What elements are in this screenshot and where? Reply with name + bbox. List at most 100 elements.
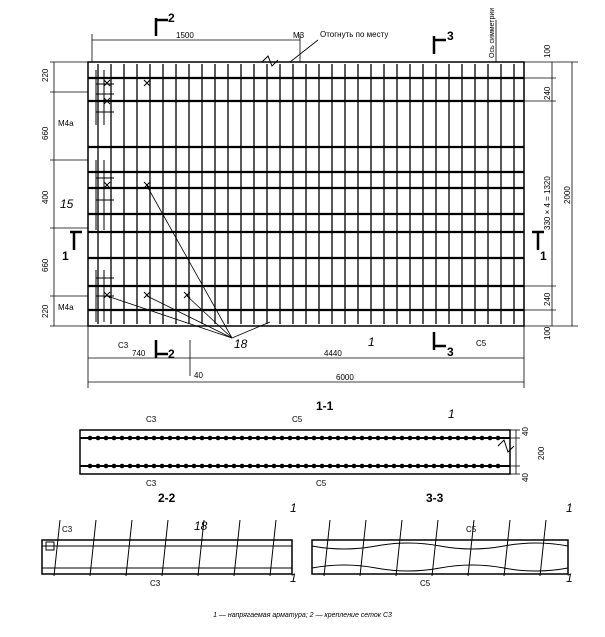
bar-dot: [375, 463, 381, 469]
bar-dot: [311, 435, 317, 441]
label-1-s33-bottom: 1: [566, 571, 573, 585]
bar-dot: [415, 435, 421, 441]
dim-100-top: 100: [543, 44, 552, 58]
section-marker-2-top: 2: [168, 11, 175, 25]
label-c5-s33-top: С5: [466, 525, 477, 534]
bar-dot: [255, 435, 261, 441]
bar-dot: [319, 463, 325, 469]
bar-dot: [479, 463, 485, 469]
dim-6000: 6000: [336, 373, 354, 382]
section-marker-1-right: 1: [540, 249, 547, 263]
dim-660-top: 660: [41, 126, 50, 140]
label-bend-in-place: Отогнуть по месту: [320, 30, 388, 39]
bar-dot: [103, 435, 109, 441]
bar-dot: [143, 435, 149, 441]
dim-220-bottom: 220: [41, 304, 50, 318]
bar-dot: [103, 463, 109, 469]
bar-dot: [127, 463, 133, 469]
bar-dots-top: [87, 435, 501, 441]
bar-dot: [327, 435, 333, 441]
bar-dot: [231, 463, 237, 469]
bar-dot: [383, 435, 389, 441]
label-m4a-top: М4а: [58, 119, 74, 128]
bar-dot: [119, 435, 125, 441]
bar-dot: [431, 435, 437, 441]
bar-dot: [383, 463, 389, 469]
label-c3-s22-top: С3: [62, 525, 73, 534]
bar-dot: [167, 463, 173, 469]
bar-dot: [479, 435, 485, 441]
bar-dot: [135, 435, 141, 441]
bar-dot: [471, 435, 477, 441]
bar-dot: [399, 463, 405, 469]
bar-dot: [335, 435, 341, 441]
bar-dot: [439, 435, 445, 441]
mesh-m4a-top: [95, 70, 114, 322]
label-axis-symmetry: Ось симметрии: [489, 8, 496, 58]
bar-dot: [207, 435, 213, 441]
bar-dot: [175, 435, 181, 441]
bar-dot: [487, 463, 493, 469]
bar-dot: [415, 463, 421, 469]
label-c5-plan: С5: [476, 339, 487, 348]
section-2-2: [41, 519, 293, 577]
bar-dot: [95, 435, 101, 441]
bar-dot: [95, 463, 101, 469]
bar-dot: [151, 435, 157, 441]
label-c5-s33-bottom: С5: [420, 579, 431, 588]
dim-100-bottom: 100: [543, 326, 552, 340]
bar-dot: [303, 463, 309, 469]
bar-dot: [159, 463, 165, 469]
bar-dot: [423, 435, 429, 441]
bar-dot: [175, 463, 181, 469]
bar-dot: [151, 463, 157, 469]
bar-dot: [167, 435, 173, 441]
bar-dot: [463, 435, 469, 441]
bar-dot: [279, 435, 285, 441]
dim-740: 740: [132, 349, 146, 358]
dim-660-bottom: 660: [41, 258, 50, 272]
bar-dot: [447, 435, 453, 441]
bar-dot: [407, 435, 413, 441]
bar-dot: [255, 463, 261, 469]
dim-40-s11-top: 40: [521, 427, 530, 436]
label-1-s11: 1: [448, 407, 455, 421]
bar-dot: [487, 435, 493, 441]
label-c3-s11-bottom: С3: [146, 479, 157, 488]
bar-dot: [295, 463, 301, 469]
dim-1500: 1500: [176, 31, 194, 40]
bar-dot: [319, 435, 325, 441]
bar-dot: [351, 435, 357, 441]
leaders-18: [106, 185, 271, 339]
dim-200-s11: 200: [537, 446, 546, 460]
label-c5-s11-bottom: С5: [316, 479, 327, 488]
bar-dot: [247, 463, 253, 469]
bar-dot: [455, 435, 461, 441]
bar-dot: [231, 435, 237, 441]
bar-dot: [111, 463, 117, 469]
bar-dot: [423, 463, 429, 469]
bar-dot: [391, 463, 397, 469]
label-18-plan: 18: [234, 337, 248, 351]
transverse-bars: [97, 64, 515, 324]
bar-dot: [343, 463, 349, 469]
bar-dot: [303, 435, 309, 441]
bar-dot: [311, 463, 317, 469]
bar-dot: [271, 463, 277, 469]
section-1-1: [79, 429, 520, 475]
dim-330x4: 330 × 4 = 1320: [543, 176, 552, 230]
leader-m3: [289, 39, 319, 63]
bar-dot: [287, 463, 293, 469]
bar-dot: [367, 435, 373, 441]
bar-dot: [215, 435, 221, 441]
dim-2000: 2000: [563, 186, 572, 204]
bar-dot: [111, 435, 117, 441]
bar-dot: [87, 463, 93, 469]
dim-240-top: 240: [543, 86, 552, 100]
section-title-1-1: 1-1: [316, 399, 334, 413]
bar-dot: [335, 463, 341, 469]
bar-dot: [247, 435, 253, 441]
section-3-3: [311, 519, 569, 577]
bar-dot: [223, 463, 229, 469]
